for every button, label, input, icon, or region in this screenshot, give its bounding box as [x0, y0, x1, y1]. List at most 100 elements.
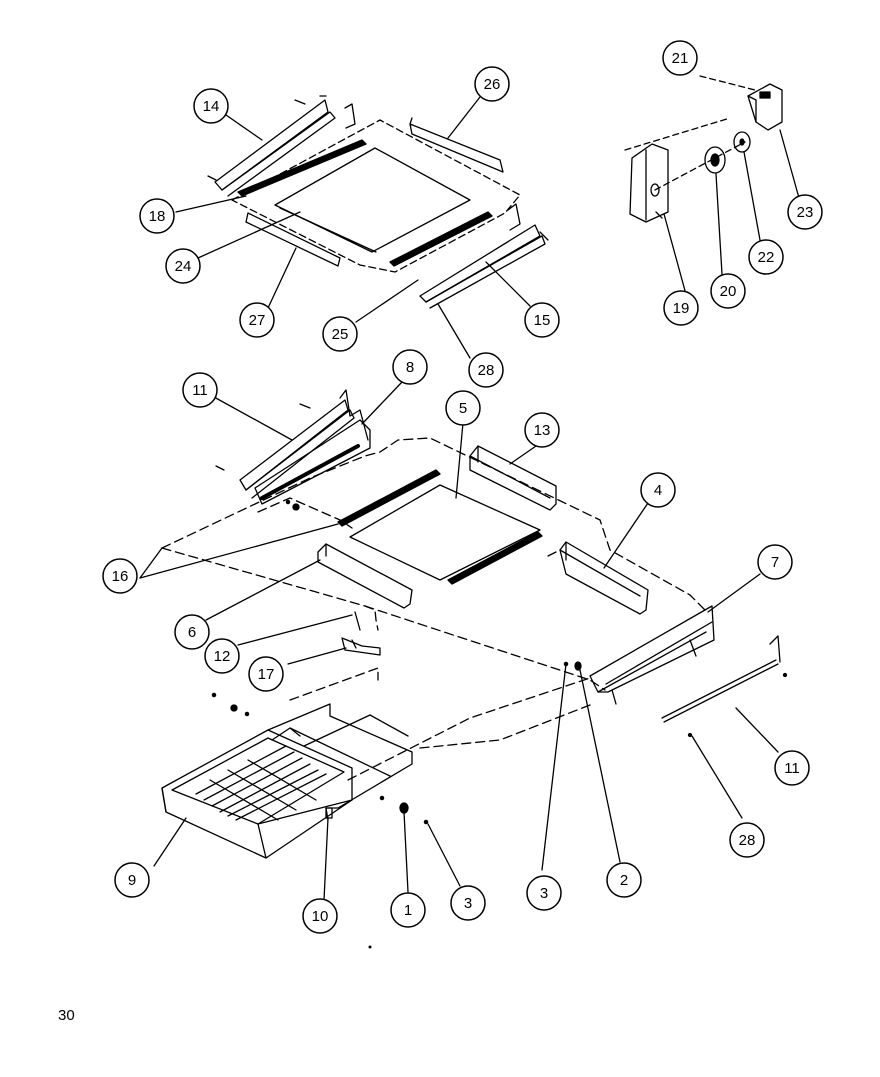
callout-11: 11: [774, 750, 810, 786]
drawer-cover: [267, 703, 413, 821]
callout-circle: [474, 66, 510, 102]
callout-label: 17: [258, 666, 275, 683]
callout-13: 13: [524, 412, 560, 448]
callout-group: 1426182427252815212322201911851347166121…: [102, 40, 823, 934]
callout-circle: [392, 349, 428, 385]
callout-19: 19: [663, 290, 699, 326]
callout-label: 19: [673, 300, 690, 317]
callout-label: 9: [128, 872, 136, 889]
upper-right-rail: [419, 203, 549, 309]
washer: [733, 131, 751, 153]
callout-circle: [239, 302, 275, 338]
upper-shelf-assembly: [207, 95, 549, 309]
callout-label: 5: [459, 400, 467, 417]
callout-circle: [729, 822, 765, 858]
callout-label: 14: [203, 98, 220, 115]
page-number: 30: [58, 1007, 75, 1024]
callout-9: 9: [114, 862, 150, 898]
upper-glass-shelf: [274, 147, 471, 253]
callout-11: 11: [182, 372, 218, 408]
callout-circle: [165, 248, 201, 284]
callout-label: 8: [406, 359, 414, 376]
callout-6: 6: [174, 614, 210, 650]
callout-circle: [450, 885, 486, 921]
upper-front-trim: [245, 212, 341, 267]
callout-25: 25: [322, 316, 358, 352]
callout-circle: [114, 862, 150, 898]
callout-label: 20: [720, 283, 737, 300]
upper-left-rail: [207, 95, 356, 197]
callout-circle: [139, 198, 175, 234]
callout-26: 26: [474, 66, 510, 102]
callout-circle: [606, 862, 642, 898]
callout-circle: [302, 898, 338, 934]
mounting-bracket: [629, 143, 669, 223]
callout-circle: [526, 875, 562, 911]
callout-circle: [390, 892, 426, 928]
slide-rod: [661, 635, 788, 738]
callout-1: 1: [390, 892, 426, 928]
callout-17: 17: [248, 656, 284, 692]
callout-label: 1: [404, 902, 412, 919]
callout-8: 8: [392, 349, 428, 385]
callout-label: 28: [739, 832, 756, 849]
callout-label: 15: [534, 312, 551, 329]
callout-label: 24: [175, 258, 192, 275]
crisper-drawer: [161, 729, 353, 859]
upper-rear-trim: [409, 117, 504, 173]
callout-18: 18: [139, 198, 175, 234]
callout-3: 3: [526, 875, 562, 911]
callout-circle: [524, 302, 560, 338]
callout-20: 20: [710, 273, 746, 309]
middle-side-trim: [547, 541, 649, 615]
callout-label: 27: [249, 312, 266, 329]
leader-lines: [139, 96, 800, 901]
callout-21: 21: [662, 40, 698, 76]
callout-label: 16: [112, 568, 129, 585]
callout-label: 18: [149, 208, 166, 225]
callout-5: 5: [445, 390, 481, 426]
callout-circle: [445, 390, 481, 426]
callout-circle: [182, 372, 218, 408]
callout-circle: [193, 88, 229, 124]
callout-circle: [468, 352, 504, 388]
callout-label: 26: [484, 76, 501, 93]
callout-circle: [174, 614, 210, 650]
callout-22: 22: [748, 239, 784, 275]
middle-front-trim: [317, 543, 413, 609]
callout-circle: [774, 750, 810, 786]
callout-14: 14: [193, 88, 229, 124]
callout-circle: [322, 316, 358, 352]
callout-label: 22: [758, 249, 775, 266]
callout-circle: [248, 656, 284, 692]
callout-3: 3: [450, 885, 486, 921]
callout-label: 12: [214, 648, 231, 665]
callout-15: 15: [524, 302, 560, 338]
callout-28: 28: [729, 822, 765, 858]
callout-circle: [102, 558, 138, 594]
support-clip: [341, 611, 381, 656]
callout-label: 10: [312, 908, 329, 925]
callout-label: 3: [540, 885, 548, 902]
hinge-bracket: [747, 83, 783, 131]
callout-2: 2: [606, 862, 642, 898]
callout-16: 16: [102, 558, 138, 594]
callout-label: 11: [192, 382, 208, 399]
callout-4: 4: [640, 472, 676, 508]
callout-circle: [663, 290, 699, 326]
callout-label: 13: [534, 422, 551, 439]
cam-wheel: [704, 146, 726, 174]
callout-label: 6: [188, 624, 196, 641]
callout-24: 24: [165, 248, 201, 284]
callout-circle: [710, 273, 746, 309]
callout-circle: [524, 412, 560, 448]
callout-label: 4: [654, 482, 662, 499]
callout-28: 28: [468, 352, 504, 388]
callout-10: 10: [302, 898, 338, 934]
callout-circle: [662, 40, 698, 76]
middle-rear-trim: [469, 445, 557, 511]
callout-label: 3: [464, 895, 472, 912]
callout-circle: [787, 194, 823, 230]
